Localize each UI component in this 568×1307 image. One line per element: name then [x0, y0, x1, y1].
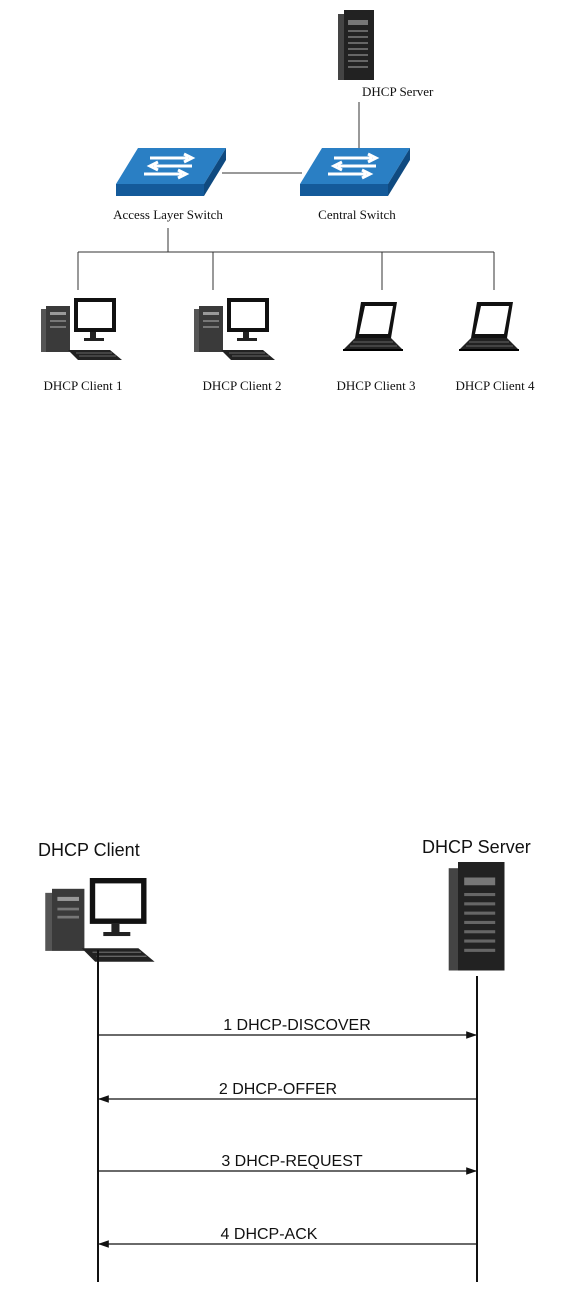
sequence-client-desktop-pc-icon: [44, 877, 156, 963]
topology-diagram: DHCP Server Access Layer Switch Central …: [40, 10, 535, 393]
sequence-server-label: DHCP Server: [422, 837, 531, 857]
central-switch-icon: [298, 146, 412, 198]
access-switch-label: Access Layer Switch: [113, 207, 223, 222]
client-4-laptop-icon: [458, 301, 520, 351]
client-2-desktop-pc-icon: [193, 297, 276, 361]
sequence-diagram: DHCP Client DHCP Server 1 DHCP-DISCOVER …: [38, 837, 531, 1282]
client-3-label: DHCP Client 3: [337, 378, 416, 393]
sequence-server-tower-icon: [448, 862, 505, 971]
server-tower-icon: [338, 10, 374, 80]
client-1-desktop-pc-icon: [40, 297, 123, 361]
message-2-label: 2 DHCP-OFFER: [219, 1081, 337, 1098]
client-1-label: DHCP Client 1: [44, 378, 123, 393]
client-4-label: DHCP Client 4: [456, 378, 535, 393]
client-2-label: DHCP Client 2: [203, 378, 282, 393]
message-1-label: 1 DHCP-DISCOVER: [223, 1017, 371, 1034]
access-switch-icon: [114, 146, 228, 198]
sequence-client-label: DHCP Client: [38, 840, 140, 860]
client-3-laptop-icon: [342, 301, 404, 351]
message-3-label: 3 DHCP-REQUEST: [221, 1153, 363, 1170]
central-switch-label: Central Switch: [318, 207, 396, 222]
server-label: DHCP Server: [362, 84, 434, 99]
message-4-label: 4 DHCP-ACK: [221, 1226, 318, 1243]
